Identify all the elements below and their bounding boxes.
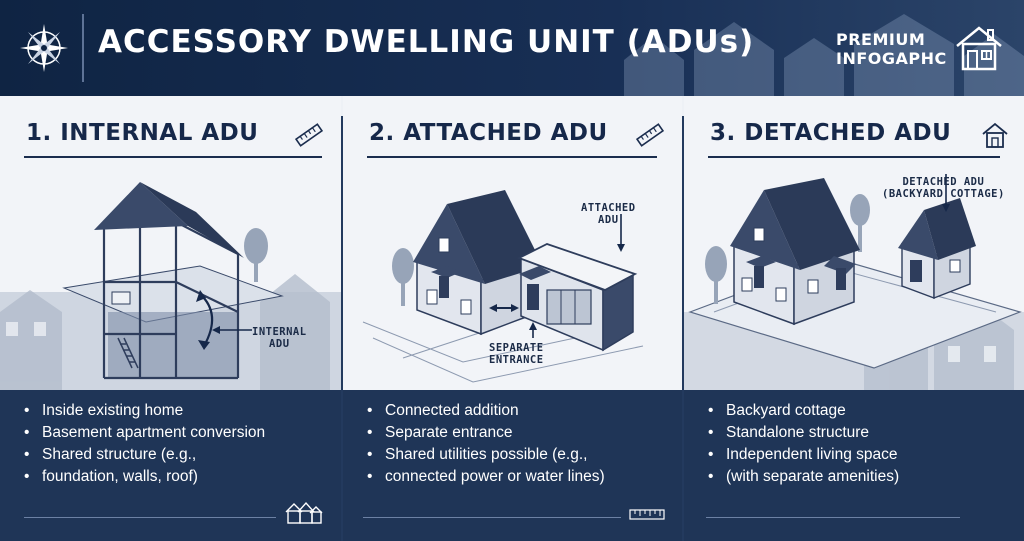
house-icon — [982, 122, 1008, 148]
page-title: ACCESSORY DWELLING UNIT (ADUs) — [98, 24, 755, 60]
annotation-detached-adu: DETACHED ADU (BACKYARD COTTAGE) — [882, 176, 1005, 200]
compass-icon — [20, 24, 68, 72]
bullet-list-box: Inside existing home Basement apartment … — [0, 390, 341, 541]
ruler-icon — [635, 123, 665, 147]
brand-line-1: PREMIUM — [836, 30, 926, 49]
bullet-list-box: Connected addition Separate entrance Sha… — [343, 390, 682, 541]
annotation-internal-adu: INTERNAL ADU — [252, 326, 307, 350]
bullet-list: Inside existing home Basement apartment … — [0, 390, 341, 488]
detached-adu-illustration — [684, 174, 1024, 390]
bullet-list-box: Backyard cottage Standalone structure In… — [684, 390, 1024, 541]
title-underline — [367, 156, 657, 158]
brand-line-2: INFOGAPHC — [836, 49, 947, 68]
title-underline — [24, 156, 322, 158]
bullet-item: Connected addition — [367, 400, 682, 422]
houses-icon — [285, 501, 323, 524]
footer-rule — [706, 517, 960, 518]
bullet-item: Shared utilities possible (e.g., — [367, 444, 682, 466]
brand-label: PREMIUM INFOGAPHC — [836, 30, 947, 68]
footer-rule — [24, 517, 276, 518]
attached-adu-illustration — [362, 190, 644, 383]
bullet-item: Inside existing home — [24, 400, 341, 422]
bullet-item: foundation, walls, roof) — [24, 466, 341, 488]
bullet-item: Separate entrance — [367, 422, 682, 444]
bullet-item: connected power or water lines) — [367, 466, 682, 488]
ruler-icon — [629, 509, 665, 520]
house-icon — [956, 26, 1002, 71]
annotation-attached-adu: ATTACHED ADU — [581, 202, 636, 226]
annotation-separate-entrance: SEPARATE ENTRANCE — [489, 342, 544, 366]
bullet-item: Shared structure (e.g., — [24, 444, 341, 466]
internal-adu-illustration — [0, 182, 341, 390]
panel-illustration-area: 1. INTERNAL ADU — [0, 96, 341, 390]
ruler-icon — [294, 123, 324, 147]
skyline-decoration — [624, 14, 1024, 96]
panel-title: 3. DETACHED ADU — [710, 120, 952, 146]
panel-illustration-area: 2. ATTACHED ADU — [343, 96, 682, 390]
panel-internal-adu: 1. INTERNAL ADU — [0, 96, 341, 541]
bullet-item: (with separate amenities) — [708, 466, 1024, 488]
header-banner: ACCESSORY DWELLING UNIT (ADUs) PREMIUM I… — [0, 0, 1024, 96]
panel-attached-adu: 2. ATTACHED ADU — [343, 96, 682, 541]
panel-title: 1. INTERNAL ADU — [26, 120, 259, 146]
bullet-list: Connected addition Separate entrance Sha… — [343, 390, 682, 488]
bullet-item: Standalone structure — [708, 422, 1024, 444]
panel-divider — [682, 116, 684, 541]
bullet-item: Backyard cottage — [708, 400, 1024, 422]
title-underline — [708, 156, 1000, 158]
panel-divider — [341, 116, 343, 541]
panel-title: 2. ATTACHED ADU — [369, 120, 608, 146]
panel-detached-adu: 3. DETACHED ADU — [684, 96, 1024, 541]
panel-illustration-area: 3. DETACHED ADU — [684, 96, 1024, 390]
header-divider — [82, 14, 84, 82]
bullet-item: Independent living space — [708, 444, 1024, 466]
footer-rule — [363, 517, 621, 518]
bullet-list: Backyard cottage Standalone structure In… — [684, 390, 1024, 488]
bullet-item: Basement apartment conversion — [24, 422, 341, 444]
